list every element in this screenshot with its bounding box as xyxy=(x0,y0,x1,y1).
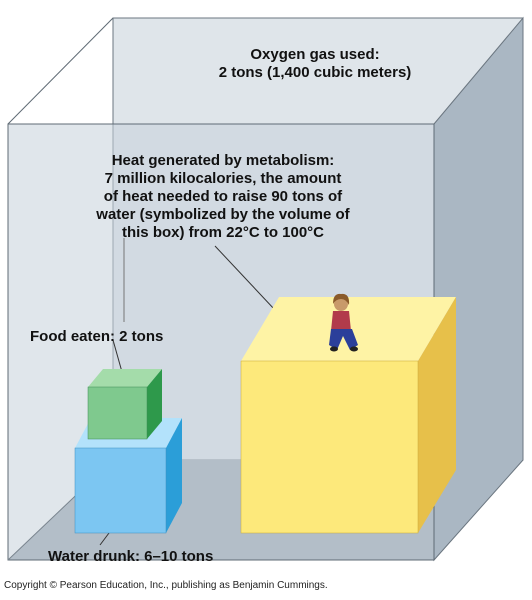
box-top-left-edge xyxy=(7,17,114,125)
copyright-notice: Copyright © Pearson Education, Inc., pub… xyxy=(4,580,328,591)
heat-label-line3: of heat needed to raise 90 tons of xyxy=(103,188,343,205)
oxygen-label: Oxygen gas used: 2 tons (1,400 cubic met… xyxy=(200,46,430,82)
metabolism-diagram xyxy=(7,16,524,562)
food-cube-front xyxy=(87,386,148,440)
heat-label-line1: Heat generated by metabolism: xyxy=(111,152,335,169)
oxygen-label-line1: Oxygen gas used: xyxy=(250,46,380,63)
food-cube xyxy=(87,369,162,440)
heat-label-line5: this box) from 22°C to 100°C xyxy=(121,224,325,241)
person-head xyxy=(334,297,348,311)
heat-label-line4: water (symbolized by the volume of xyxy=(96,206,350,223)
person-hair xyxy=(333,293,350,305)
water-cube-side xyxy=(166,418,182,533)
person-figure xyxy=(329,293,358,352)
heat-label-line2: 7 million kilocalories, the amount xyxy=(104,170,342,187)
food-leader-line xyxy=(112,339,123,373)
food-cube-side xyxy=(147,369,162,439)
water-label: Water drunk: 6–10 tons xyxy=(48,548,214,565)
person-torso xyxy=(331,311,351,331)
heat-label: Heat generated by metabolism: 7 million … xyxy=(78,152,368,242)
person-shoe-right xyxy=(350,346,358,352)
food-label: Food eaten: 2 tons xyxy=(30,328,164,345)
person-legs xyxy=(329,329,358,350)
person-shoe-left xyxy=(330,346,338,352)
food-cube-top xyxy=(88,369,162,387)
heat-cube-side xyxy=(418,297,456,533)
water-cube-front xyxy=(74,447,167,534)
heat-cube-front xyxy=(240,360,419,534)
oxygen-label-line2: 2 tons (1,400 cubic meters) xyxy=(218,64,412,81)
